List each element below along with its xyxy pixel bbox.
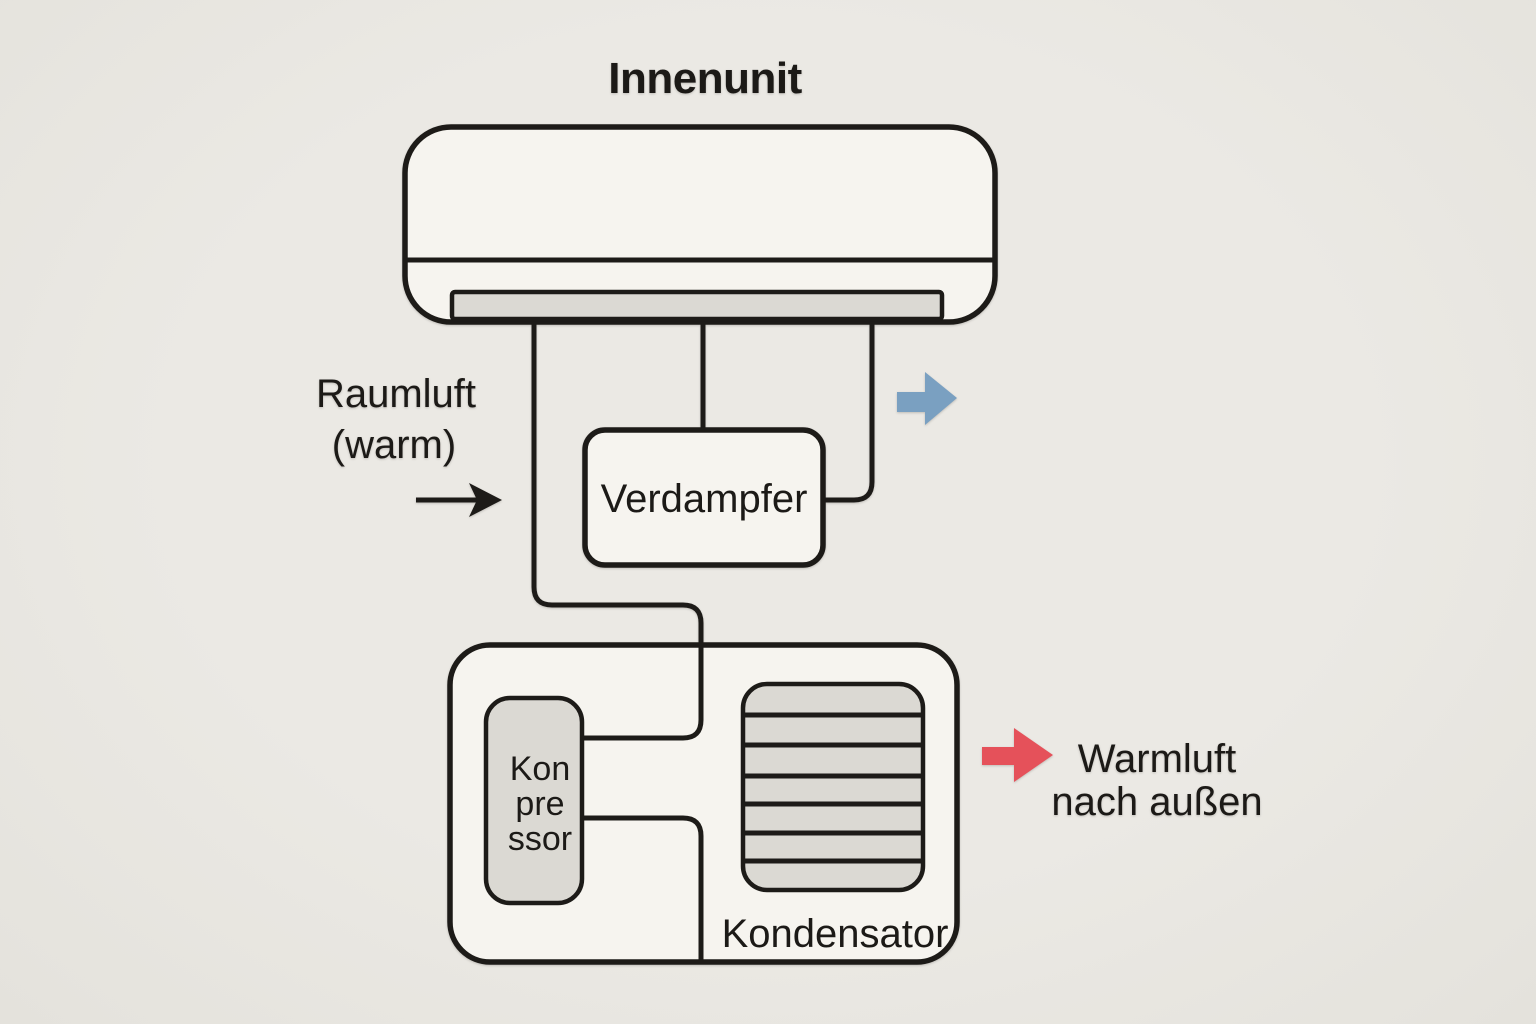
room-air-label-line2: (warm) (332, 423, 456, 467)
warm-air-arrow-icon (982, 728, 1053, 782)
warm-air-label-line2: nach außen (1051, 780, 1262, 824)
compressor-box (483, 695, 585, 906)
indoor-airflow-arrow-icon (897, 372, 957, 425)
condenser-grid-frame (740, 681, 926, 893)
indoor-unit (402, 124, 998, 325)
indoor-unit-title: Innenunit (608, 54, 802, 103)
evaporator-label: Verdampfer (601, 477, 808, 521)
pipe-evaporator-right (823, 322, 875, 503)
warm-air-label-line1: Warmluft (1078, 737, 1237, 781)
indoor-unit-body (402, 124, 998, 325)
vent-slot (449, 289, 945, 322)
room-air-arrow-icon (416, 483, 502, 517)
room-air-label-line1: Raumluft (316, 372, 476, 416)
evaporator-box (582, 427, 826, 568)
compressor-label-line1: Kon (510, 750, 571, 788)
compressor-label-line3: ssor (508, 820, 572, 858)
pipe-indoor-to-compressor (531, 322, 704, 741)
pipes (531, 322, 875, 960)
condenser-label: Kondensator (722, 912, 949, 956)
pipe-compressor-out (582, 815, 704, 960)
condenser-grid (740, 681, 926, 893)
compressor-label-line2: pre (515, 785, 564, 823)
